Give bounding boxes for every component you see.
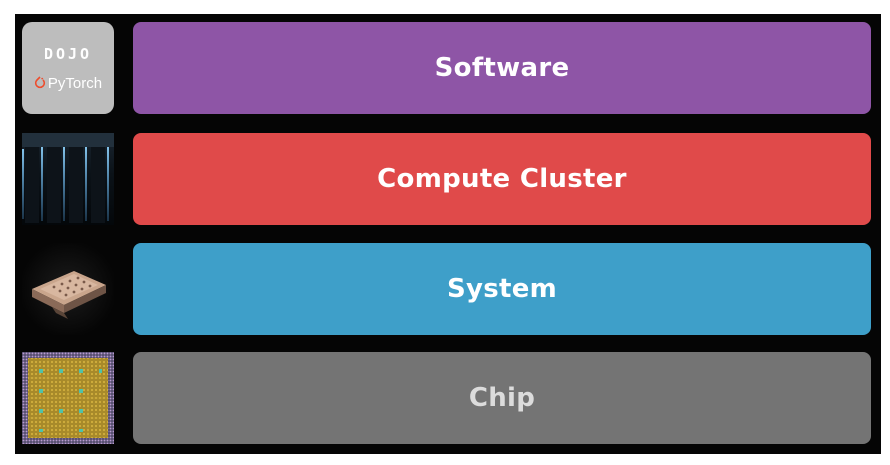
software-logo-tile: DOJO PyTorch bbox=[22, 22, 114, 114]
system-tile-image bbox=[22, 243, 114, 335]
dojo-logo: DOJO bbox=[43, 44, 93, 63]
layer-compute-cluster: Compute Cluster bbox=[133, 133, 871, 225]
training-tile-icon bbox=[32, 271, 106, 319]
slide: DOJO PyTorch bbox=[15, 14, 881, 454]
chip-die-icon bbox=[22, 352, 114, 444]
layer-software: Software bbox=[133, 22, 871, 114]
chip-die-image bbox=[22, 352, 114, 444]
layer-chip: Chip bbox=[133, 352, 871, 444]
pytorch-logo: PyTorch bbox=[34, 75, 102, 92]
server-racks-icon bbox=[22, 133, 114, 223]
layer-system: System bbox=[133, 243, 871, 335]
pytorch-flame-icon bbox=[34, 76, 45, 89]
compute-cluster-image bbox=[22, 133, 114, 225]
pytorch-label: PyTorch bbox=[47, 74, 103, 92]
